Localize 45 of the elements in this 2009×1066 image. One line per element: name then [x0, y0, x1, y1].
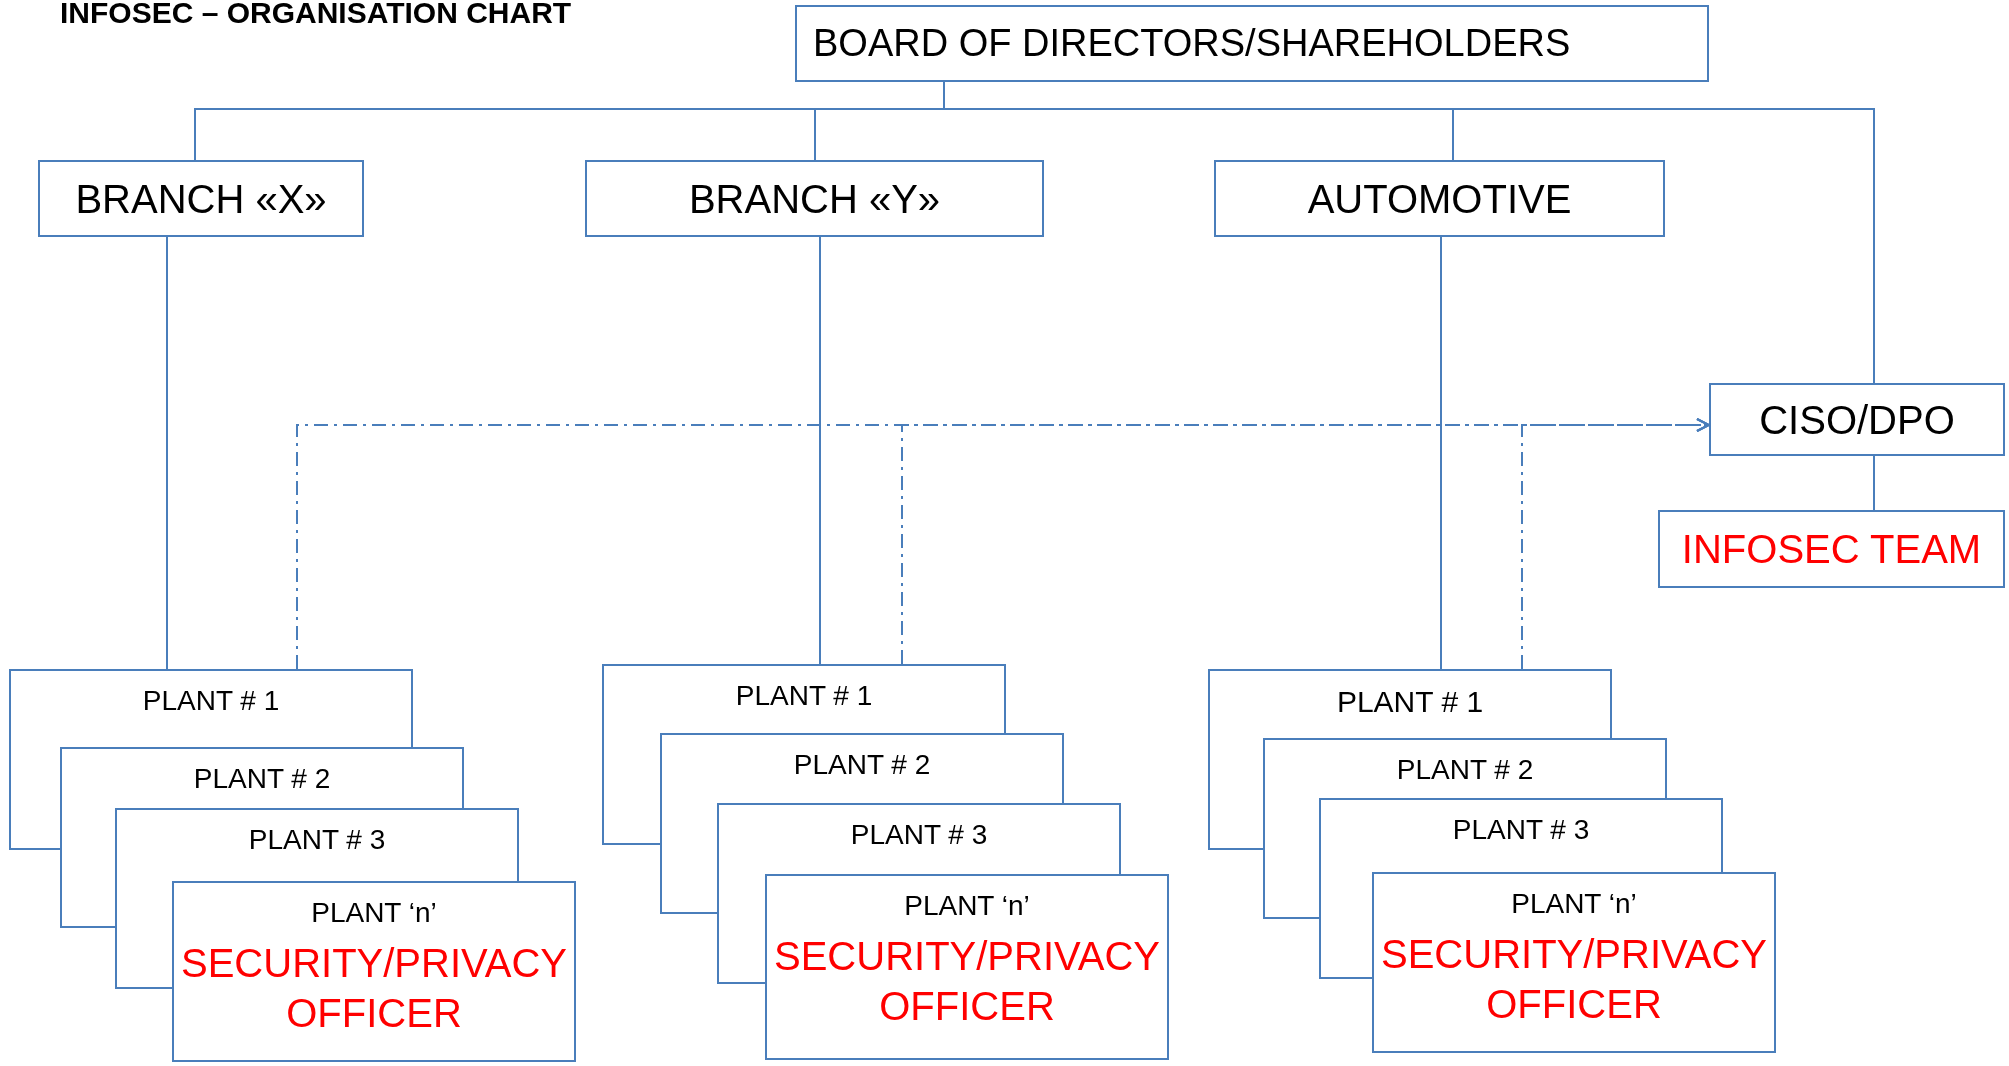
box-label: PLANT # 1	[142, 684, 280, 718]
org-box	[660, 733, 1064, 803]
chart-title: INFOSEC – ORGANISATION CHART	[60, 0, 572, 31]
org-box	[1658, 510, 2005, 588]
org-box	[602, 664, 1006, 733]
org-box	[1263, 738, 1667, 798]
box-label: BRANCH «X»	[75, 175, 327, 223]
connector-line	[819, 236, 821, 665]
box-label: PLANT ‘n’	[904, 889, 1030, 923]
box-label: PLANT ‘n’	[311, 896, 437, 930]
box-label: PLANT # 3	[850, 818, 988, 852]
org-box	[115, 808, 519, 881]
org-box	[38, 160, 364, 237]
connector-line	[1873, 455, 1875, 511]
dash-dot-arrow	[1521, 418, 1710, 670]
box-label: INFOSEC TEAM	[1681, 526, 1982, 573]
box-label: PLANT # 1	[735, 679, 873, 713]
box-label: BRANCH «Y»	[688, 175, 941, 223]
org-box	[9, 669, 413, 747]
box-label: PLANT # 2	[793, 748, 931, 782]
role-label: SECURITY/PRIVACY OFFICER	[773, 933, 1161, 1030]
role-label: SECURITY/PRIVACY OFFICER	[180, 940, 568, 1037]
box-label: PLANT # 2	[1396, 753, 1534, 787]
officer-box	[1372, 872, 1776, 1053]
org-box	[795, 5, 1709, 82]
box-label: PLANT ‘n’	[1511, 887, 1637, 921]
box-label: BOARD OF DIRECTORS/SHAREHOLDERS	[813, 20, 1571, 66]
org-box	[1709, 383, 2005, 456]
org-box	[717, 803, 1121, 874]
officer-box	[765, 874, 1169, 1060]
box-label: PLANT # 3	[248, 823, 386, 857]
box-label: PLANT # 2	[193, 762, 331, 796]
org-box	[1319, 798, 1723, 872]
connector-line	[1440, 236, 1442, 670]
org-box	[585, 160, 1044, 237]
connector-line	[166, 236, 168, 670]
role-label: SECURITY/PRIVACY OFFICER	[1380, 931, 1768, 1028]
org-box	[1214, 160, 1665, 237]
box-label: CISO/DPO	[1759, 396, 1955, 444]
org-box	[60, 747, 464, 808]
box-label: PLANT # 1	[1336, 684, 1484, 720]
org-box	[1208, 669, 1612, 738]
officer-box	[172, 881, 576, 1062]
box-label: PLANT # 3	[1452, 813, 1590, 847]
box-label: AUTOMOTIVE	[1307, 175, 1572, 223]
